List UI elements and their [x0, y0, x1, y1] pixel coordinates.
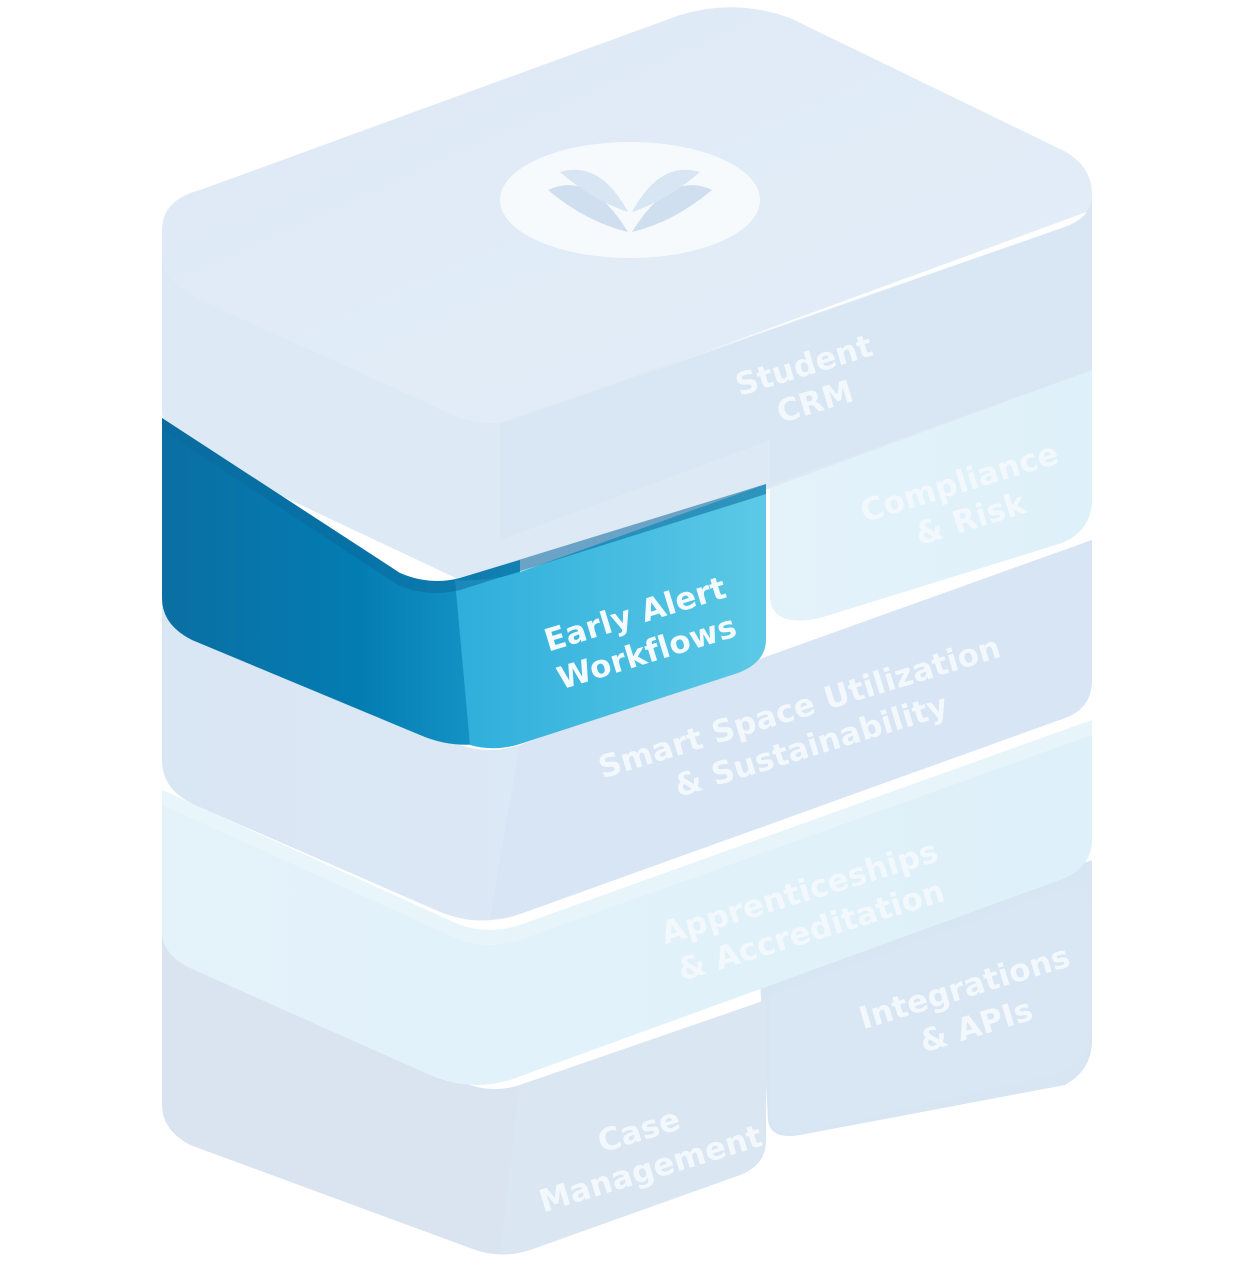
case-management-side [500, 1000, 766, 1254]
early-alert-front [162, 418, 520, 745]
integrations-block [770, 887, 1092, 1134]
early-alert-side [455, 484, 766, 749]
student-crm-side [500, 195, 1092, 540]
leaf-logo-icon [500, 142, 760, 258]
early-alert-top-edge [162, 418, 766, 594]
compliance-risk-block [770, 347, 1092, 621]
apprenticeships-top-edge [162, 720, 1092, 945]
smart-space-side [490, 540, 1092, 919]
